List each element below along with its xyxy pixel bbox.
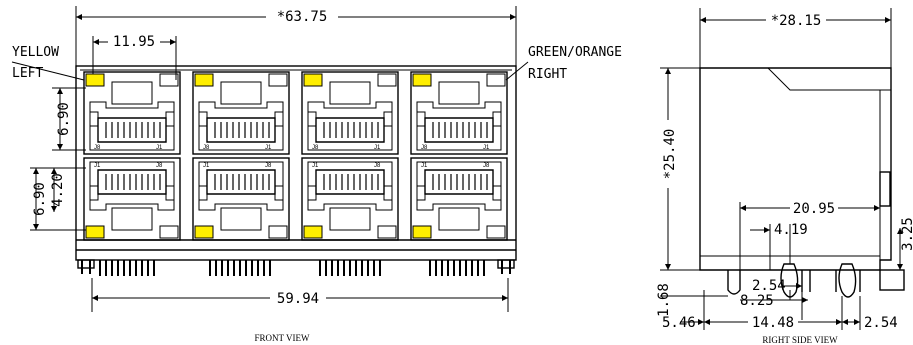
dim-front-left: 6.90 6.90 4.20 (30, 87, 86, 231)
pin-j1: J1 (483, 145, 490, 151)
led-green-icon (268, 73, 288, 87)
lower-ports: J1 J8 J1 J8 (83, 157, 508, 241)
pin-j1: J1 (156, 145, 163, 151)
dim-side-width: *28.15 (699, 8, 892, 68)
led-green-icon (159, 225, 179, 239)
led-yellow-icon (412, 225, 432, 239)
side-pins (727, 263, 905, 298)
dim-lower-b-label: 4.20 (50, 173, 66, 207)
dim-side-height-label: *25.40 (662, 129, 678, 180)
side-latch (879, 171, 891, 207)
led-green-icon (159, 73, 179, 87)
dim-pitch-label: 11.95 (113, 34, 155, 50)
dim-side-e-label: 8.25 (740, 293, 774, 309)
label-yellow: YELLOW (12, 45, 59, 60)
label-left: LEFT (12, 66, 43, 81)
dim-side-g-label: 5.46 (662, 315, 696, 331)
pin-j8: J8 (156, 163, 163, 169)
side-view-caption: RIGHT SIDE VIEW (762, 335, 838, 345)
upper-ports: J8 J1 J8 J1 (83, 71, 508, 155)
dim-side-c: 3.25 (897, 217, 913, 270)
pin-j1: J1 (312, 163, 319, 169)
pin-j8: J8 (94, 145, 101, 151)
led-yellow-icon (303, 73, 323, 87)
dim-front-width: *63.75 (75, 6, 517, 70)
dim-front-width-label: *63.75 (277, 9, 328, 25)
dim-side-b-label: 4.19 (774, 222, 808, 238)
dim-side-a: 20.95 (739, 200, 880, 270)
port-lower-4: J1 J8 (410, 157, 508, 241)
pin-j8: J8 (312, 145, 319, 151)
pin-j1: J1 (94, 163, 101, 169)
dim-side-a-label: 20.95 (793, 201, 835, 217)
side-housing (699, 67, 892, 271)
port-upper-3: J8 J1 (301, 71, 399, 155)
dim-side-c-label: 3.25 (900, 217, 913, 251)
led-yellow-icon (85, 73, 105, 87)
pin-j1: J1 (374, 145, 381, 151)
led-green-icon (268, 225, 288, 239)
dim-bottom-label: 59.94 (277, 291, 319, 307)
pin-j8: J8 (421, 145, 428, 151)
pin-j8: J8 (265, 163, 272, 169)
port-upper-2: J8 J1 (192, 71, 290, 155)
leader-yellow (11, 61, 85, 81)
led-green-icon (377, 73, 397, 87)
pin-j8: J8 (203, 145, 210, 151)
dim-side-f-label: 1.68 (656, 283, 672, 317)
dim-lower-a-label: 6.90 (32, 182, 48, 216)
pin-j1: J1 (421, 163, 428, 169)
dim-side-d: 2.54 (752, 278, 803, 320)
port-lower-3: J1 J8 (301, 157, 399, 241)
led-yellow-icon (303, 225, 323, 239)
front-housing (75, 65, 517, 261)
port-upper-4: J8 J1 (410, 71, 508, 155)
pin-j1: J1 (203, 163, 210, 169)
pin-j8: J8 (483, 163, 490, 169)
pin-j8: J8 (374, 163, 381, 169)
led-yellow-icon (194, 73, 214, 87)
led-green-icon (486, 225, 506, 239)
side-view: *28.15 *25.40 (656, 8, 913, 345)
led-green-icon (486, 73, 506, 87)
port-lower-1: J1 J8 (83, 157, 181, 241)
pin-j1: J1 (265, 145, 272, 151)
dim-side-h-label: 14.48 (752, 315, 794, 331)
led-yellow-icon (412, 73, 432, 87)
dim-side-height: *25.40 (660, 67, 700, 271)
dim-upper-label: 6.90 (56, 102, 72, 136)
dim-pitch: 11.95 (92, 34, 177, 80)
dim-side-f: 1.68 (656, 269, 728, 317)
front-view: *63.75 11.95 YELLOW LEFT GREEN/ORANGE RI… (11, 6, 622, 343)
front-view-caption: FRONT VIEW (255, 333, 310, 343)
leader-green-orange (505, 61, 529, 81)
label-right: RIGHT (528, 67, 567, 82)
dim-side-width-label: *28.15 (771, 13, 822, 29)
dim-side-bottom: 5.46 14.48 2.54 (662, 290, 898, 331)
label-green-orange: GREEN/ORANGE (528, 45, 622, 60)
dim-side-d-label: 2.54 (752, 278, 786, 294)
port-lower-2: J1 J8 (192, 157, 290, 241)
led-green-icon (377, 225, 397, 239)
dim-front-bottom: 59.94 (91, 278, 509, 312)
dim-side-i-label: 2.54 (864, 315, 898, 331)
dim-side-b: 4.19 (750, 222, 808, 270)
dim-side-e: 8.25 (740, 293, 808, 309)
front-pins (81, 260, 511, 276)
led-yellow-icon (85, 225, 105, 239)
led-yellow-icon (194, 225, 214, 239)
port-upper-1: J8 J1 (83, 71, 181, 155)
